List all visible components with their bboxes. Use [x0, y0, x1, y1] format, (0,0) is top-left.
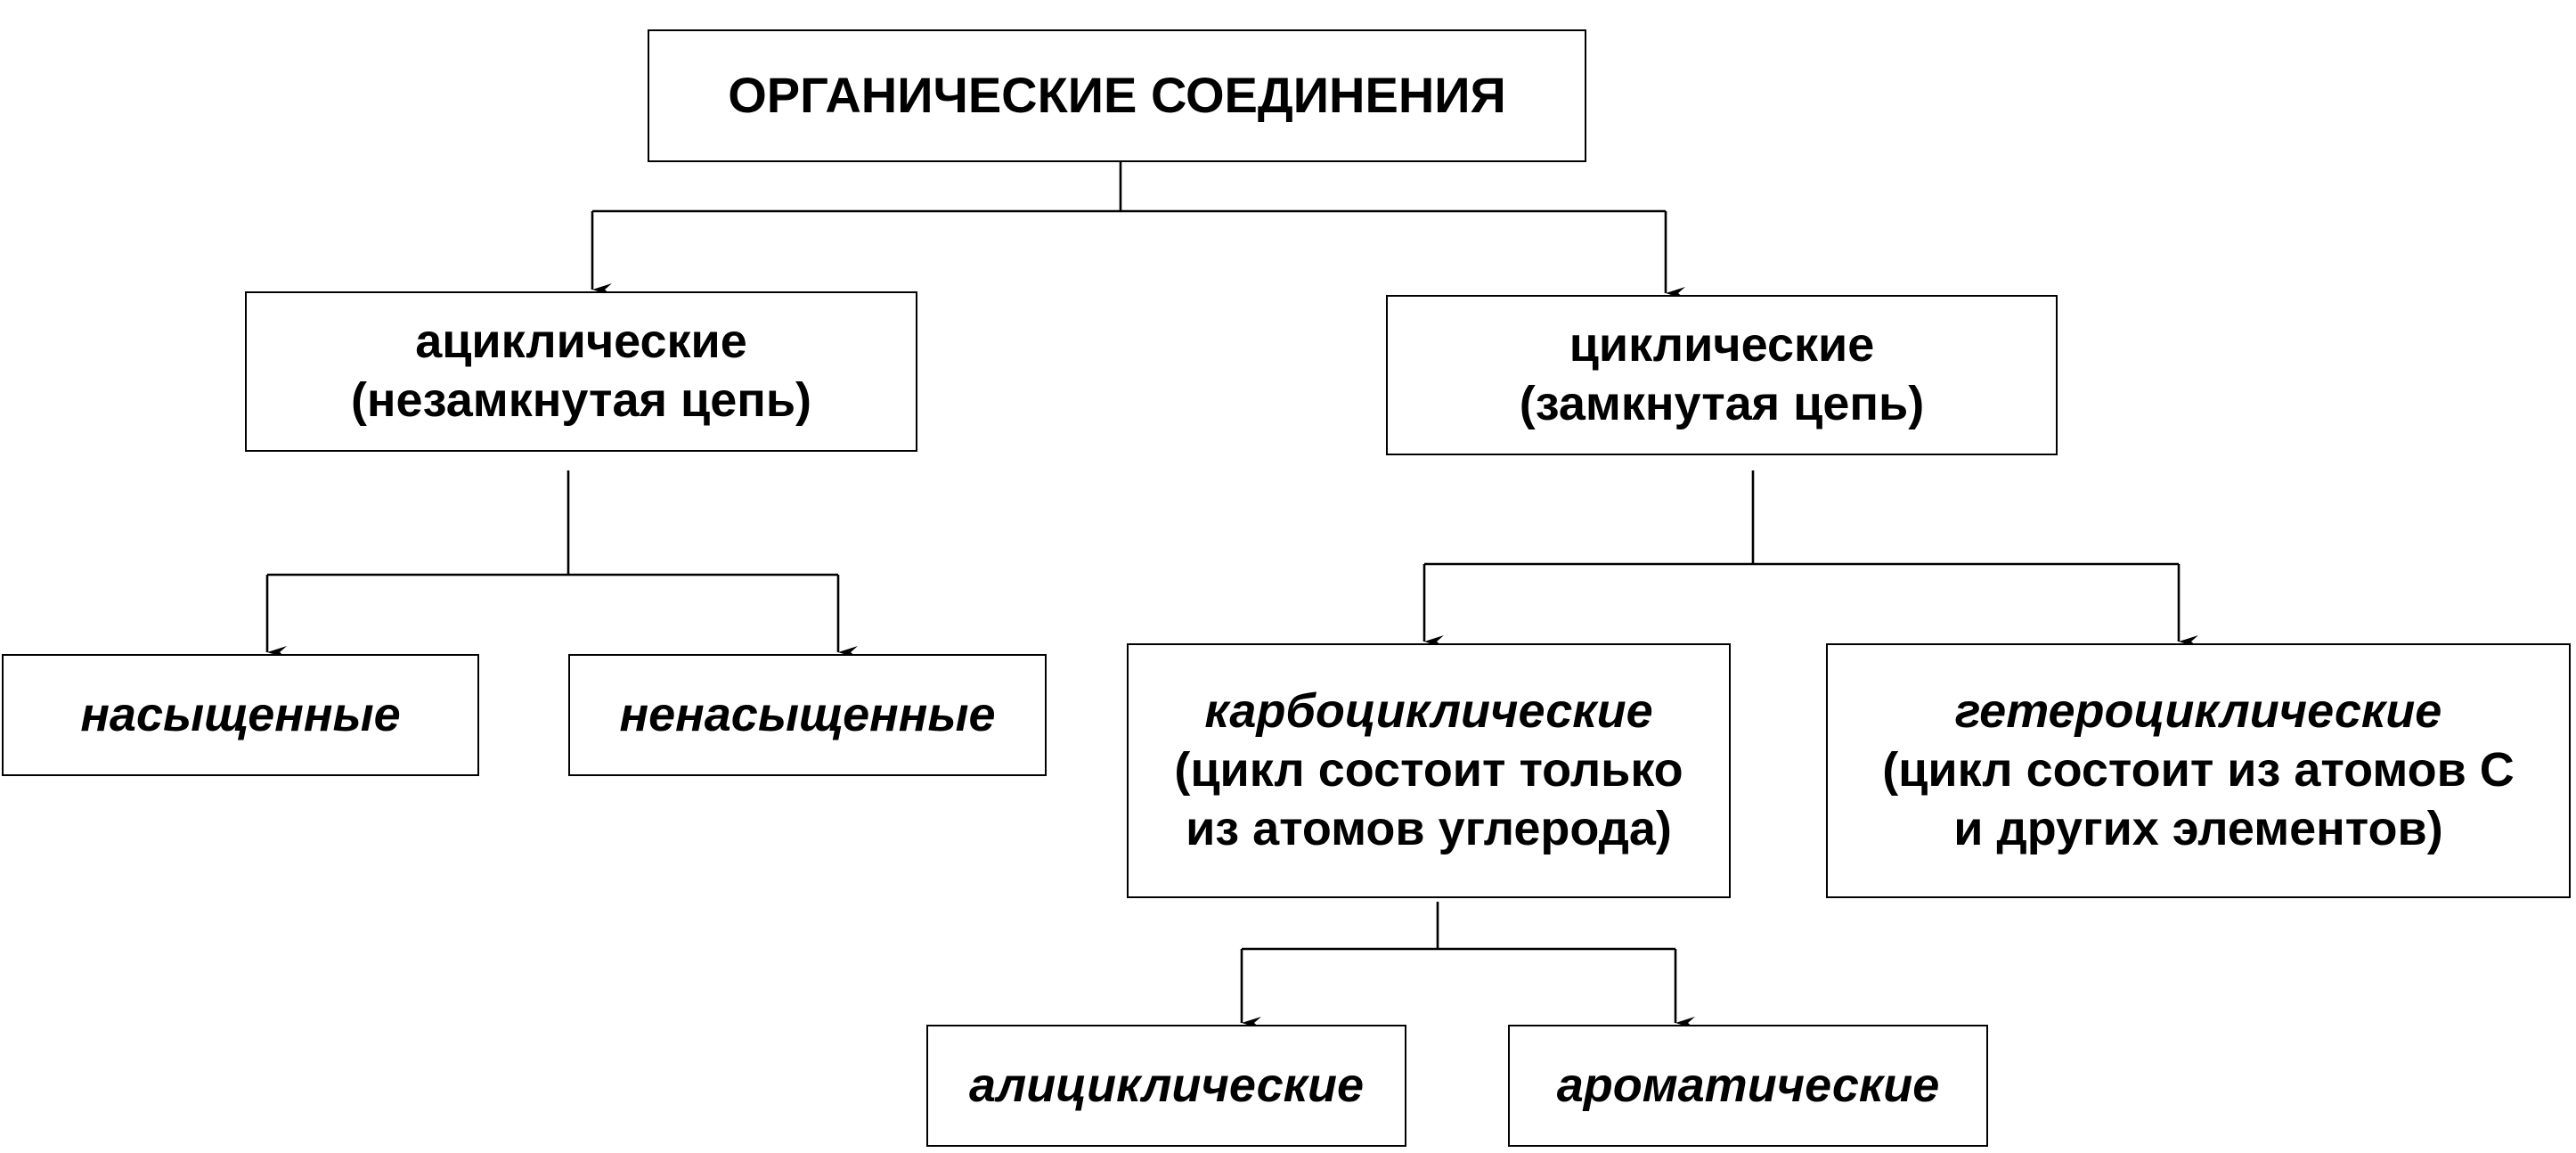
node-aromatic: ароматические: [1508, 1025, 1988, 1147]
node-unsaturated-label: ненасыщенные: [619, 687, 996, 741]
node-aromatic-label: ароматические: [1556, 1058, 1940, 1112]
node-alicyclic-label: алициклические: [968, 1058, 1365, 1112]
node-unsaturated: ненасыщенные: [568, 654, 1047, 776]
node-organic-compounds: ОРГАНИЧЕСКИЕ СОЕДИНЕНИЯ: [648, 29, 1586, 162]
node-heterocyclic-label: гетероциклические: [1954, 684, 2442, 739]
node-cyclic: циклические (замкнутая цепь): [1386, 295, 2058, 455]
node-organic-compounds-label: ОРГАНИЧЕСКИЕ СОЕДИНЕНИЯ: [728, 67, 1506, 124]
node-acyclic-sublabel: (незамкнутая цепь): [350, 373, 812, 427]
node-acyclic-label: ациклические: [415, 315, 747, 369]
node-acyclic: ациклические (незамкнутая цепь): [245, 291, 917, 452]
node-saturated: насыщенные: [2, 654, 479, 776]
node-carbocyclic: карбоциклические (цикл состоит только из…: [1127, 643, 1731, 898]
node-carbocyclic-sublabel: (цикл состоит только из атомов углерода): [1174, 743, 1683, 855]
node-carbocyclic-label: карбоциклические: [1204, 684, 1653, 739]
node-heterocyclic-sublabel: (цикл состоит из атомов С и других элеме…: [1882, 743, 2515, 855]
node-cyclic-sublabel: (замкнутая цепь): [1519, 377, 1925, 430]
node-cyclic-label: циклические: [1569, 318, 1875, 372]
node-saturated-label: насыщенные: [80, 687, 401, 741]
node-alicyclic: алициклические: [926, 1025, 1406, 1147]
node-heterocyclic: гетероциклические (цикл состоит из атомо…: [1826, 643, 2571, 898]
